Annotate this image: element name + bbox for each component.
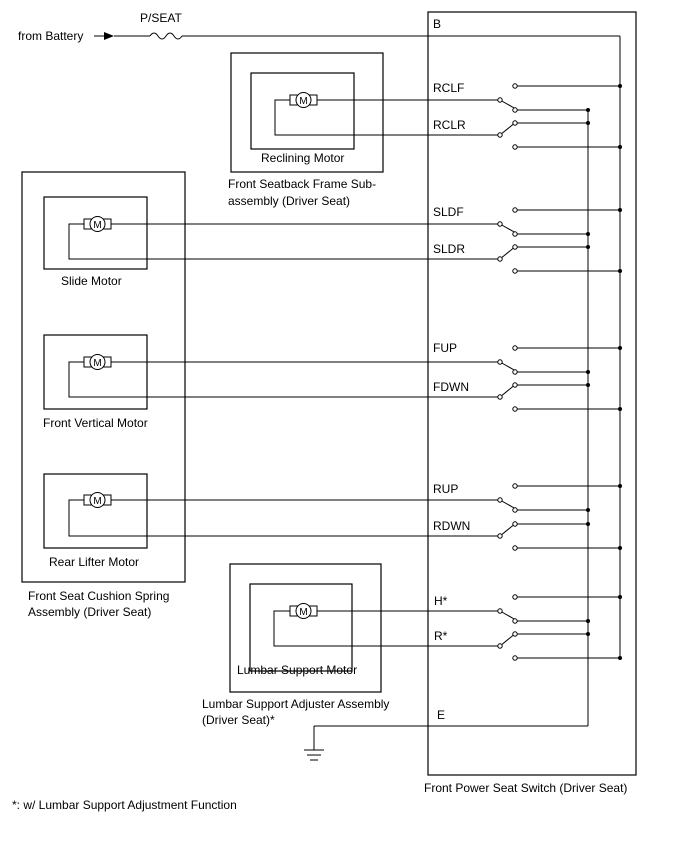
terminal-label-rclf: RCLF [433,81,464,95]
front-vertical-motor-label: Front Vertical Motor [43,416,148,430]
circuit-front-vertical: M FUP FDWN [68,341,500,398]
terminal-label-h: H* [434,594,448,608]
ground-icon [304,749,324,761]
rear-lifter-motor-box [43,473,148,549]
terminal-label-fup: FUP [433,341,457,355]
seatback-frame-box [230,52,384,173]
terminal-label-sldf: SLDF [433,205,464,219]
arrow-icon [94,32,114,40]
switch-icon [497,207,622,274]
svg-text:M: M [299,96,307,107]
circuit-slide: M SLDF SLDR [68,205,500,260]
slide-motor-label: Slide Motor [61,274,122,288]
lumbar-adjuster-box [229,563,382,693]
cushion-assembly-label-2: Assembly (Driver Seat) [28,605,151,619]
fuse-icon [149,32,183,40]
terminal-label-r: R* [434,629,448,643]
seatback-assembly-label-2: assembly (Driver Seat) [228,194,350,208]
terminal-label-rup: RUP [433,482,458,496]
svg-text:M: M [93,220,101,231]
reclining-motor-box [250,72,355,150]
terminal-label-fdwn: FDWN [433,380,469,394]
slide-motor-box [43,196,148,270]
cushion-assembly-label-1: Front Seat Cushion Spring [28,589,169,603]
front-vertical-motor-box [43,334,148,410]
seat-cushion-box [21,171,186,583]
power-seat-switch-box [427,11,637,776]
terminal-e-label: E [437,708,445,722]
lumbar-motor-label: Lumbar Support Motor [237,663,357,677]
motor-icon: M [83,354,112,370]
power-seat-switch-label: Front Power Seat Switch (Driver Seat) [424,781,627,795]
fuse-label: P/SEAT [140,11,182,25]
lumbar-assembly-label-1: Lumbar Support Adjuster Assembly [202,697,389,711]
switch-contacts [497,35,622,661]
motor-icon: M [289,603,318,619]
terminal-label-rdwn: RDWN [433,519,470,533]
seatback-assembly-label-1: Front Seatback Frame Sub- [228,177,376,191]
terminal-b-label: B [433,17,441,31]
reclining-motor-label: Reclining Motor [261,151,344,165]
switch-icon [497,594,622,661]
circuit-rear-lifter: M RUP RDWN [68,482,500,537]
switch-icon [497,345,622,412]
switch-icon [497,483,622,551]
terminal-label-sldr: SLDR [433,242,465,256]
motor-icon: M [83,492,112,508]
battery-label: from Battery [18,29,83,43]
switch-icon [497,83,622,150]
footnote: *: w/ Lumbar Support Adjustment Function [12,798,237,812]
rear-lifter-motor-label: Rear Lifter Motor [49,555,139,569]
circuit-lumbar: M H* R* [273,594,500,647]
motor-icon: M [289,92,318,108]
motor-icon: M [83,216,112,232]
terminal-label-rclr: RCLR [433,118,466,132]
svg-text:M: M [93,358,101,369]
svg-text:M: M [93,496,101,507]
lumbar-motor-box [249,583,353,672]
circuit-reclining: M RCLF RCLR [274,81,500,136]
lumbar-assembly-label-2: (Driver Seat)* [202,713,275,727]
svg-text:M: M [299,607,307,618]
